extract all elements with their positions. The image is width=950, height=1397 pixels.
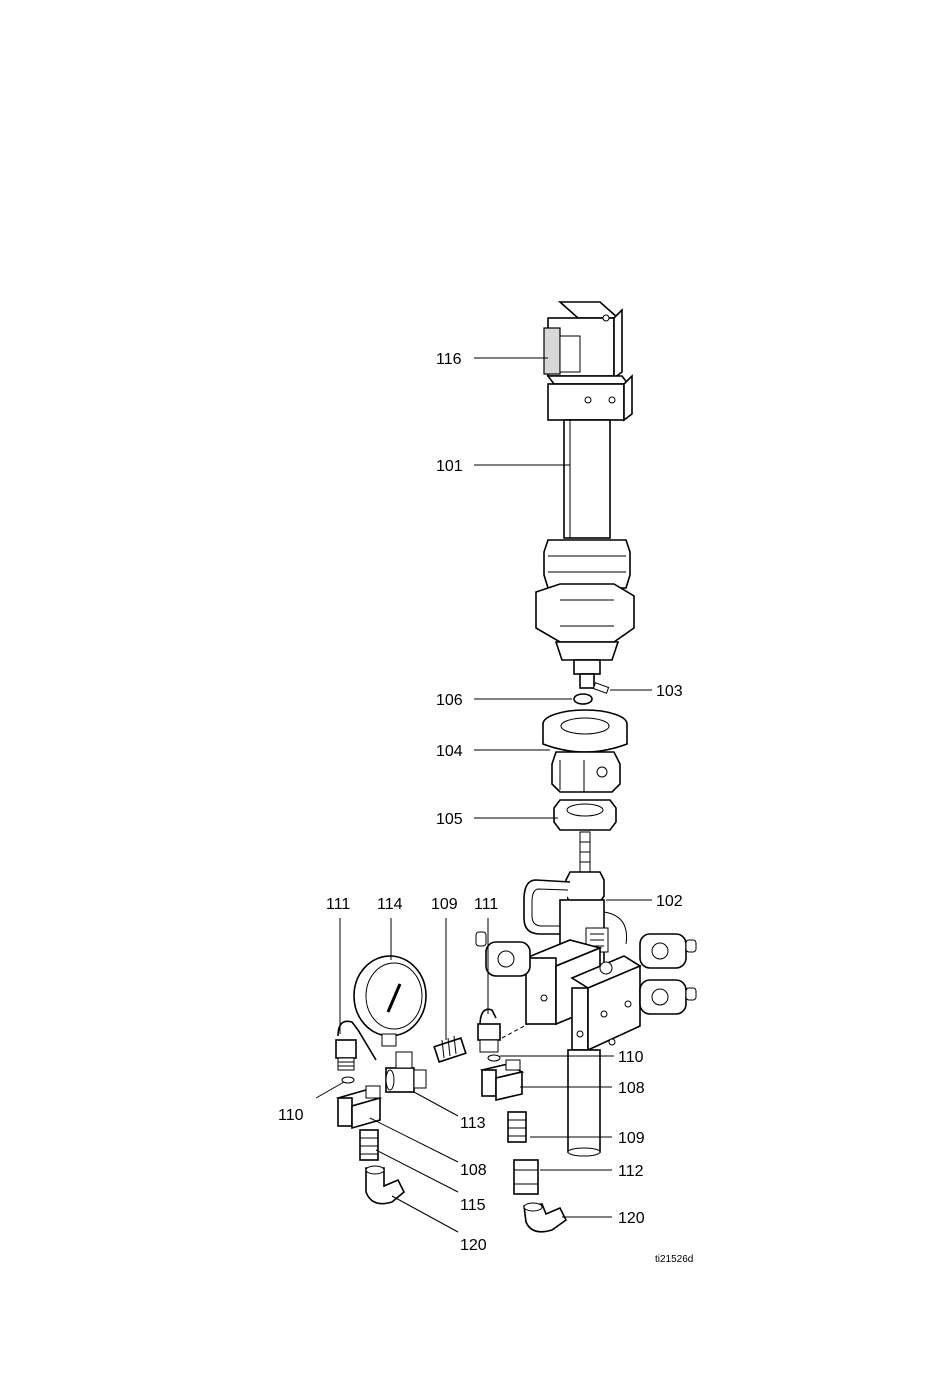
part-116-sensor-housing: [544, 302, 632, 420]
callout-102: 102: [656, 893, 683, 910]
part-110-o-ring-right: [488, 1055, 500, 1061]
callout-103: 103: [656, 683, 683, 700]
callout-114: 114: [377, 896, 403, 913]
callout-111-right: 111: [474, 896, 498, 913]
callout-108-right: 108: [618, 1080, 645, 1097]
callout-120-left: 120: [460, 1237, 487, 1254]
callout-110-right: 110: [618, 1049, 644, 1066]
part-102-pump-assembly: [476, 832, 696, 1156]
part-108-block-fitting-right: [482, 1060, 522, 1100]
callout-116: 116: [436, 351, 462, 368]
part-120-elbow-left: [366, 1166, 404, 1204]
callout-108-left: 108: [460, 1162, 487, 1179]
part-112-coupling: [514, 1160, 538, 1194]
callout-104: 104: [436, 743, 463, 760]
callout-109-lower: 109: [618, 1130, 645, 1147]
callout-109-upper: 109: [431, 896, 458, 913]
callout-labels: 116 101 103 106 104 105 102 111 114 109 …: [278, 351, 693, 1265]
callout-111-left: 111: [326, 896, 350, 913]
part-106-o-ring: [574, 694, 592, 704]
part-108-block-fitting-left: [338, 1086, 380, 1128]
callout-105: 105: [436, 811, 463, 828]
part-101-cylinder: [536, 420, 634, 688]
figure-reference-id: ti21526d: [655, 1254, 693, 1265]
callout-110-left: 110: [278, 1107, 304, 1124]
callout-113: 113: [460, 1115, 486, 1132]
callout-120-right: 120: [618, 1210, 645, 1227]
part-109-nipple-lower: [508, 1112, 526, 1142]
part-111-relief-valve-right: [478, 1009, 528, 1052]
part-105-hex-nut: [554, 800, 616, 830]
part-113-tee-fitting: [386, 1052, 426, 1092]
part-104-adapter-housing: [543, 710, 627, 792]
part-120-elbow-right: [524, 1203, 566, 1232]
callout-115: 115: [460, 1197, 486, 1214]
part-103-pin: [593, 683, 608, 693]
part-109-nipple-upper: [434, 1036, 466, 1062]
callout-106: 106: [436, 692, 463, 709]
part-114-pressure-gauge: [354, 956, 426, 1046]
callout-112: 112: [618, 1163, 644, 1180]
callout-101: 101: [436, 458, 463, 475]
part-115-adapter-fitting: [360, 1130, 378, 1160]
